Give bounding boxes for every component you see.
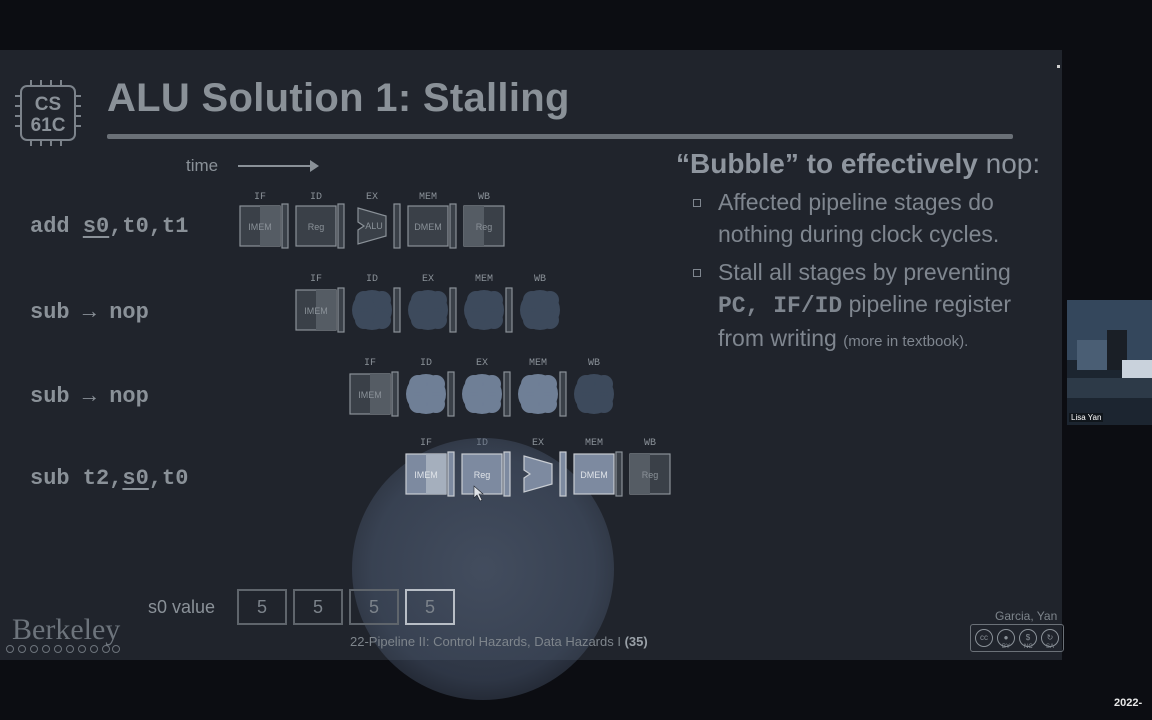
block-dmem: DMEM	[414, 222, 442, 232]
block-imem: IMEM	[414, 470, 438, 480]
s0-value-box: 5	[349, 589, 399, 625]
cs61c-logo: CS 61C	[15, 80, 81, 146]
logo-text-cs: CS	[35, 94, 61, 115]
berkeley-logo: Berkeley	[12, 613, 121, 646]
block-imem: IMEM	[248, 222, 272, 232]
block-imem: IMEM	[304, 306, 328, 316]
s0-value-label: s0 value	[148, 597, 216, 617]
s0-value-box: 5	[237, 589, 287, 625]
author-credit: Garcia, Yan	[995, 609, 1058, 623]
sa-icon: ↻	[1041, 629, 1059, 647]
title-rule	[107, 134, 1013, 139]
block-reg: Reg	[308, 222, 325, 232]
block-reg: Reg	[474, 470, 491, 480]
time-arrow-icon	[238, 160, 319, 172]
pipeline-nop-1: IMEM	[295, 287, 560, 333]
date-label: 2022-	[1114, 697, 1143, 709]
slide-title: ALU Solution 1: Stalling	[107, 76, 570, 120]
bullet-item-2: Stall all stages by preventing PC, IF/ID…	[676, 256, 1056, 358]
berkeley-icons	[6, 645, 120, 653]
instr-sub-nop-2: sub → nop	[30, 384, 149, 409]
slide-footer: 22-Pipeline II: Control Hazards, Data Ha…	[350, 634, 648, 649]
nc-icon: $	[1019, 629, 1037, 647]
s0-value-box: 5	[405, 589, 455, 625]
s0-value-box: 5	[293, 589, 343, 625]
block-alu: ALU	[365, 221, 383, 231]
block-reg-wb: Reg	[476, 222, 493, 232]
video-participant-name: Lisa Yan	[1069, 413, 1104, 422]
cursor-icon	[473, 485, 484, 502]
pipeline-add: IMEM Reg ALU DMEM Reg	[239, 203, 505, 249]
bullet-item-1: Affected pipeline stages do nothing duri…	[676, 186, 1056, 250]
video-frame-icon	[1067, 300, 1152, 425]
time-label: time	[186, 156, 219, 175]
logo-text-61c: 61C	[31, 115, 66, 136]
instr-sub-nop-1: sub → nop	[30, 300, 149, 325]
bullet-heading: “Bubble” to effectively nop:	[676, 148, 1041, 179]
pipeline-sub: IMEM Reg DMEM Reg	[405, 451, 671, 502]
slide: CS 61C ALU Solution 1: Stalling time add…	[0, 50, 1064, 700]
by-icon: ●	[997, 629, 1015, 647]
block-imem: IMEM	[358, 390, 382, 400]
bullet-block: “Bubble” to effectively nop: Affected pi…	[676, 148, 1056, 358]
block-dmem: DMEM	[580, 470, 608, 480]
block-reg-wb: Reg	[642, 470, 659, 480]
instr-add: add s0,t0,t1	[30, 214, 189, 239]
cc-icon: cc	[975, 629, 993, 647]
pipeline-nop-2: IMEM	[349, 371, 614, 417]
indicator-dot	[1057, 65, 1060, 68]
speaker-video-thumbnail[interactable]: Lisa Yan	[1067, 300, 1152, 425]
instr-sub: sub t2,s0,t0	[30, 466, 189, 491]
cc-license-badge: cc ● $ ↻ BY NC SA	[970, 624, 1064, 652]
